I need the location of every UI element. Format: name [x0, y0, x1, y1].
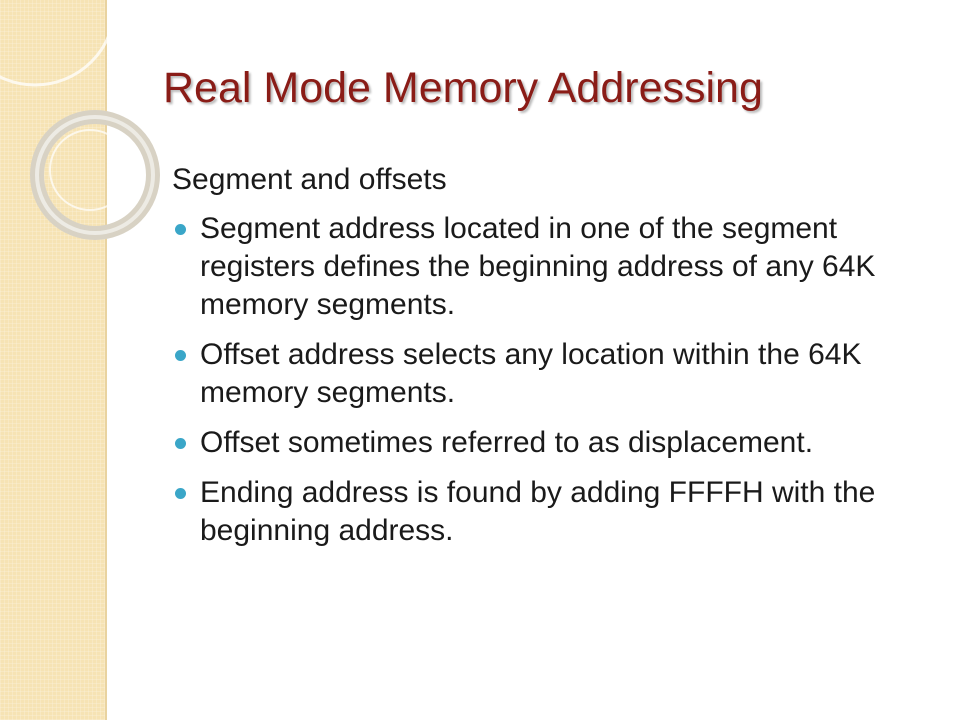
bullet-item: Segment address located in one of the se…: [172, 210, 920, 324]
bullet-dot-icon: [175, 224, 186, 235]
slide-body: Segment and offsets Segment address loca…: [172, 160, 932, 562]
bullet-dot-icon: [175, 350, 186, 361]
bullet-list: Segment address located in one of the se…: [172, 210, 932, 550]
bullet-text: Segment address located in one of the se…: [200, 212, 876, 321]
slide-title: Real Mode Memory Addressing: [163, 64, 763, 112]
bullet-item: Ending address is found by adding FFFFH …: [172, 474, 920, 550]
bullet-text: Offset address selects any location with…: [200, 338, 862, 409]
decor-circle-medium-inner: [35, 115, 155, 235]
decor-circle-small: [49, 129, 131, 211]
decorative-circles: [0, 0, 160, 240]
bullet-item: Offset sometimes referred to as displace…: [172, 424, 920, 462]
side-band-edge: [105, 0, 107, 720]
bullet-item: Offset address selects any location with…: [172, 336, 920, 412]
bullet-dot-icon: [175, 488, 186, 499]
bullet-text: Ending address is found by adding FFFFH …: [200, 476, 876, 547]
bullet-dot-icon: [175, 438, 186, 449]
bullet-text: Offset sometimes referred to as displace…: [200, 426, 814, 459]
lead-text: Segment and offsets: [172, 163, 447, 196]
decor-circle-large: [0, 0, 117, 87]
